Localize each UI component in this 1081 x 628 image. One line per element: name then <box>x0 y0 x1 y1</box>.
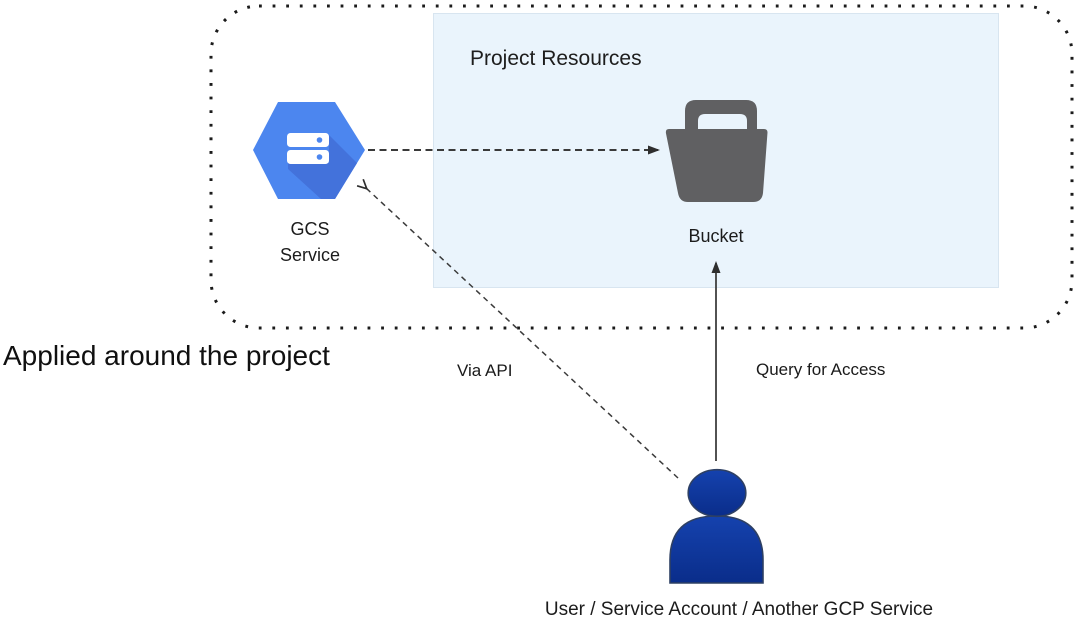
gcs-service-label: GCS Service <box>245 216 375 268</box>
gcs-service-icon <box>253 102 365 199</box>
person-icon <box>669 468 764 584</box>
project-resources-title: Project Resources <box>470 47 642 70</box>
via-api-edge-label: Via API <box>457 361 513 380</box>
query-for-access-edge-label: Query for Access <box>756 360 886 379</box>
arrow-actor-to-gcs <box>366 188 679 479</box>
actor-label: User / Service Account / Another GCP Ser… <box>544 599 934 620</box>
bucket-label: Bucket <box>688 226 744 246</box>
gcs-service-label-line1: GCS <box>290 219 330 239</box>
applied-around-project-caption: Applied around the project <box>3 340 330 371</box>
gcs-service-label-line2: Service <box>279 245 341 265</box>
project-boundary-dotted-border <box>209 4 1074 330</box>
bucket-icon <box>665 100 768 202</box>
